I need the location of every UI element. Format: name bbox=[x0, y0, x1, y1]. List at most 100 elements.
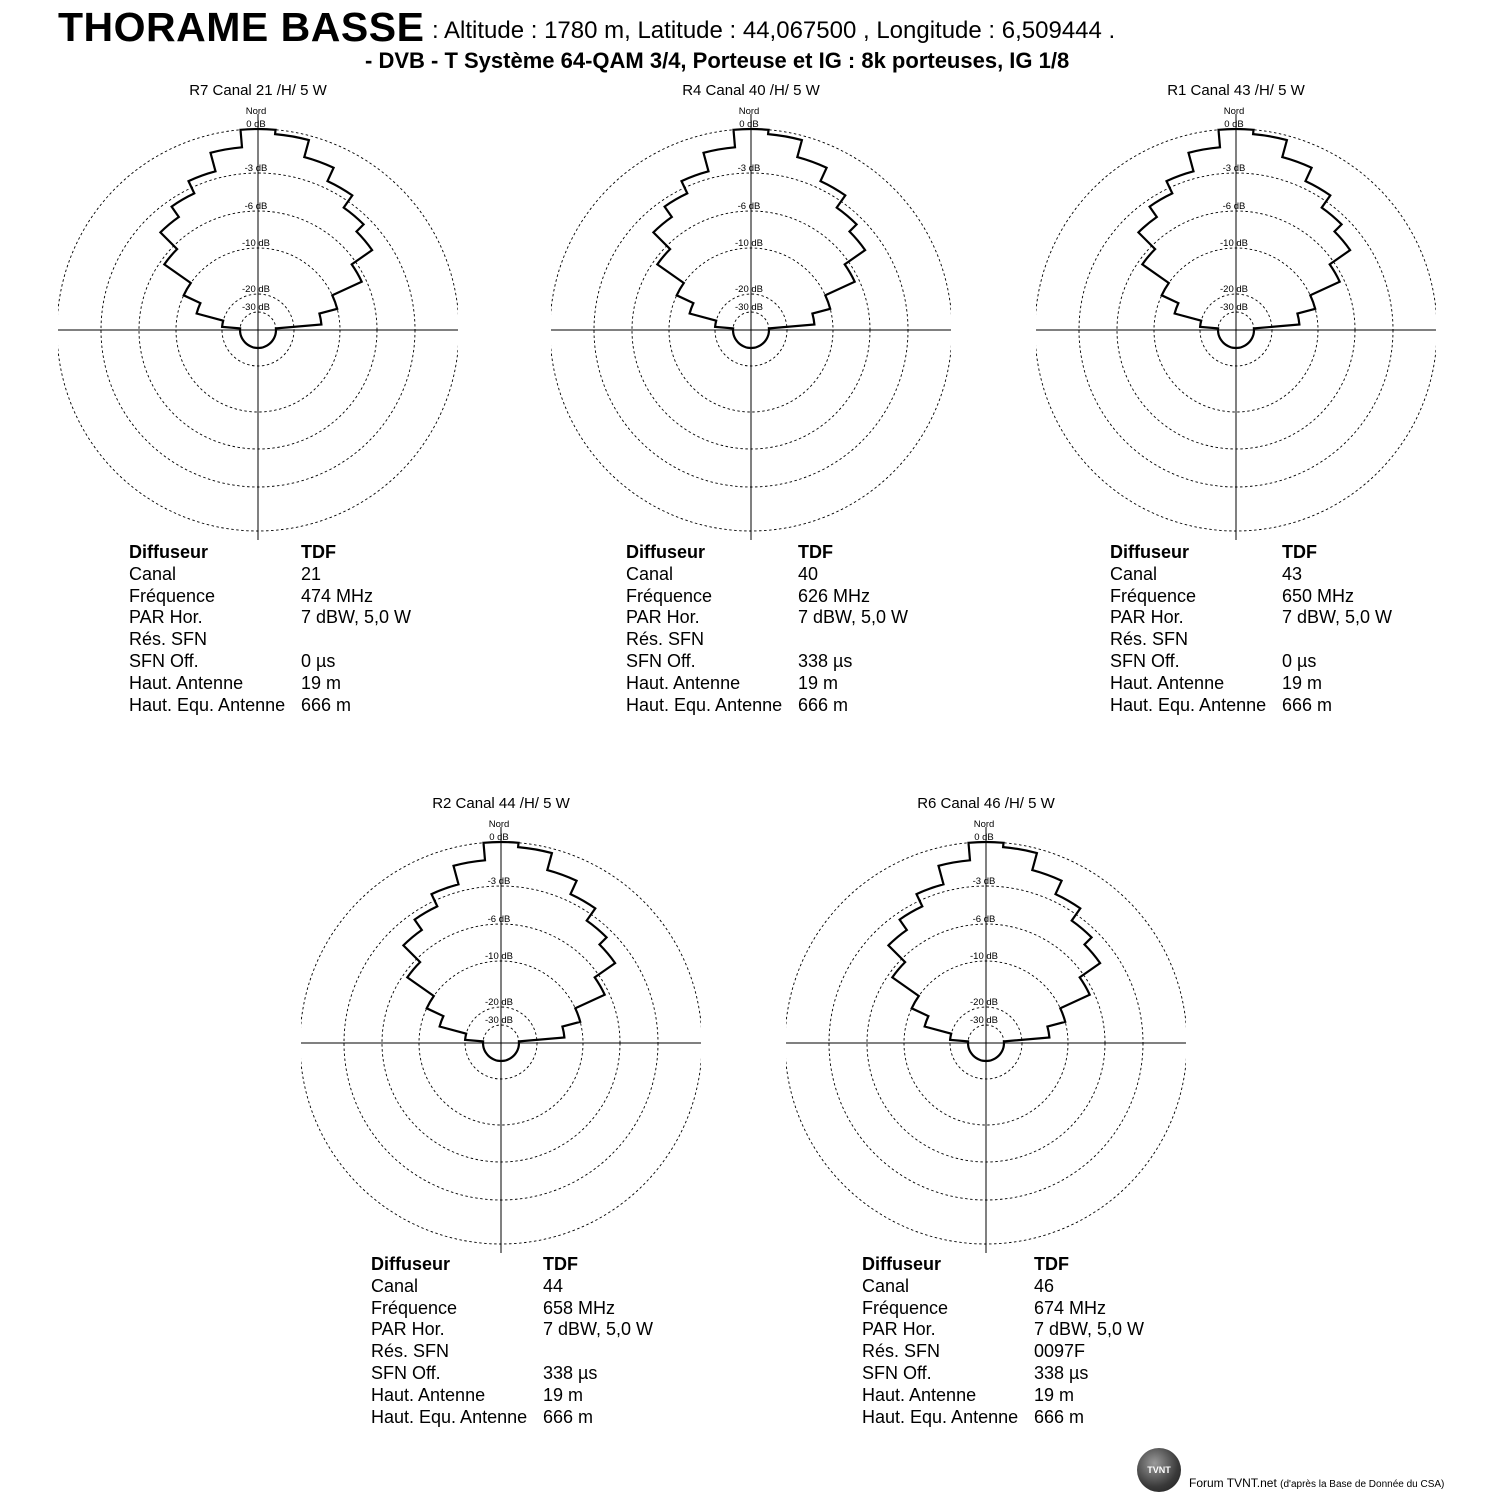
info-label: Fréquence bbox=[862, 1297, 949, 1318]
info-label: Diffuseur bbox=[1110, 542, 1190, 562]
info-value: 7 dBW, 5,0 W bbox=[543, 1319, 654, 1340]
info-label: PAR Hor. bbox=[371, 1319, 445, 1340]
site-name: THORAME BASSE bbox=[58, 4, 425, 50]
info-label: Haut. Equ. Antenne bbox=[1110, 694, 1267, 715]
info-label: Diffuseur bbox=[862, 1254, 942, 1274]
polar-plot: 0 dB-3 dB-6 dB-10 dB-20 dB-30 dBNordSudO… bbox=[1036, 106, 1436, 540]
chart-title: R4 Canal 40 /H/ 5 W bbox=[682, 82, 820, 99]
info-label: Haut. Antenne bbox=[626, 672, 741, 693]
db-ring-label: 0 dB bbox=[246, 119, 266, 130]
info-row-sfn_off: SFN Off. 338 µs bbox=[371, 1363, 701, 1385]
db-ring-label: -6 dB bbox=[973, 914, 996, 925]
info-value: 658 MHz bbox=[543, 1297, 616, 1318]
system-line: - DVB - T Système 64-QAM 3/4, Porteuse e… bbox=[365, 48, 1070, 73]
info-label: Rés. SFN bbox=[862, 1341, 941, 1362]
radiation-pattern bbox=[158, 127, 374, 350]
info-row-diffuseur: Diffuseur TDF bbox=[626, 542, 956, 564]
info-value: TDF bbox=[301, 542, 336, 562]
info-value: 44 bbox=[543, 1275, 564, 1296]
info-label: SFN Off. bbox=[862, 1362, 932, 1383]
chart-title: R7 Canal 21 /H/ 5 W bbox=[189, 82, 327, 99]
info-label: SFN Off. bbox=[1110, 650, 1180, 671]
info-label: SFN Off. bbox=[371, 1362, 441, 1383]
db-ring-label: -20 dB bbox=[735, 284, 763, 295]
db-ring-label: -10 dB bbox=[485, 951, 513, 962]
info-row-diffuseur: Diffuseur TDF bbox=[1110, 542, 1440, 564]
page-header: THORAME BASSE : Altitude : 1780 m, Latit… bbox=[0, 0, 1500, 80]
info-value: 666 m bbox=[1034, 1406, 1085, 1427]
info-value: 19 m bbox=[543, 1384, 584, 1405]
chart-title: R2 Canal 44 /H/ 5 W bbox=[432, 795, 570, 812]
info-row-haut_equ: Haut. Equ. Antenne 666 m bbox=[862, 1407, 1192, 1429]
info-label: Canal bbox=[129, 563, 177, 584]
info-label: PAR Hor. bbox=[862, 1319, 936, 1340]
label-north: Nord bbox=[1224, 106, 1245, 117]
db-ring-label: -30 dB bbox=[735, 302, 763, 313]
info-value: 0 µs bbox=[1282, 650, 1317, 671]
credit: Forum TVNT.net (d'après la Base de Donné… bbox=[1189, 1476, 1444, 1490]
db-ring-label: -30 dB bbox=[970, 1015, 998, 1026]
info-row-res_sfn: Rés. SFN bbox=[626, 629, 956, 651]
info-label: Haut. Equ. Antenne bbox=[862, 1406, 1019, 1427]
info-value: TDF bbox=[1282, 542, 1317, 562]
info-value: TDF bbox=[1034, 1254, 1069, 1274]
info-row-sfn_off: SFN Off.0 µs bbox=[129, 651, 459, 673]
info-row-res_sfn: Rés. SFN bbox=[371, 1341, 701, 1363]
info-value: 19 m bbox=[1282, 672, 1323, 693]
radiation-pattern bbox=[651, 127, 867, 350]
info-label: Fréquence bbox=[1110, 585, 1197, 606]
info-value: 7 dBW, 5,0 W bbox=[301, 607, 412, 628]
db-ring-label: -3 dB bbox=[488, 876, 511, 887]
polar-plot: 0 dB-3 dB-6 dB-10 dB-20 dB-30 dBNordSudO… bbox=[58, 106, 458, 540]
info-value: 7 dBW, 5,0 W bbox=[798, 607, 909, 628]
info-value: TDF bbox=[798, 542, 833, 562]
info-row-sfn_off: SFN Off.338 µs bbox=[626, 651, 956, 673]
info-label: Rés. SFN bbox=[626, 629, 705, 650]
radiation-chart: R7 Canal 21 /H/ 5 W 0 dB-3 dB-6 dB-10 dB-… bbox=[58, 82, 458, 542]
info-label: SFN Off. bbox=[626, 650, 696, 671]
db-ring-label: -30 dB bbox=[485, 1015, 513, 1026]
credit-source: (d'après la Base de Donnée du CSA) bbox=[1280, 1479, 1445, 1490]
db-ring-label: -3 dB bbox=[1223, 163, 1246, 174]
info-row-sfn_off: SFN Off. 0 µs bbox=[1110, 651, 1440, 673]
info-value: 338 µs bbox=[1034, 1362, 1089, 1383]
info-value: 666 m bbox=[1282, 694, 1333, 715]
info-row-diffuseur: Diffuseur TDF bbox=[862, 1254, 1192, 1276]
db-ring-label: 0 dB bbox=[974, 832, 994, 843]
info-label: Haut. Antenne bbox=[371, 1384, 486, 1405]
info-value: 338 µs bbox=[543, 1362, 598, 1383]
info-label: Rés. SFN bbox=[129, 629, 208, 650]
db-ring-label: 0 dB bbox=[739, 119, 759, 130]
tvnt-logo[interactable]: TVNT bbox=[1137, 1448, 1181, 1492]
info-label: Diffuseur bbox=[626, 542, 706, 562]
info-value: 650 MHz bbox=[1282, 585, 1355, 606]
info-value: 7 dBW, 5,0 W bbox=[1282, 607, 1393, 628]
info-value: TDF bbox=[543, 1254, 578, 1274]
db-ring-label: -6 dB bbox=[1223, 201, 1246, 212]
info-value: 666 m bbox=[798, 694, 849, 715]
info-value: 0097F bbox=[1034, 1341, 1086, 1362]
info-label: Fréquence bbox=[626, 585, 713, 606]
info-row-res_sfn: Rés. SFN bbox=[129, 629, 459, 651]
info-value: 0 µs bbox=[301, 650, 336, 671]
info-label: Haut. Antenne bbox=[129, 672, 244, 693]
chart-title: R1 Canal 43 /H/ 5 W bbox=[1167, 82, 1305, 99]
